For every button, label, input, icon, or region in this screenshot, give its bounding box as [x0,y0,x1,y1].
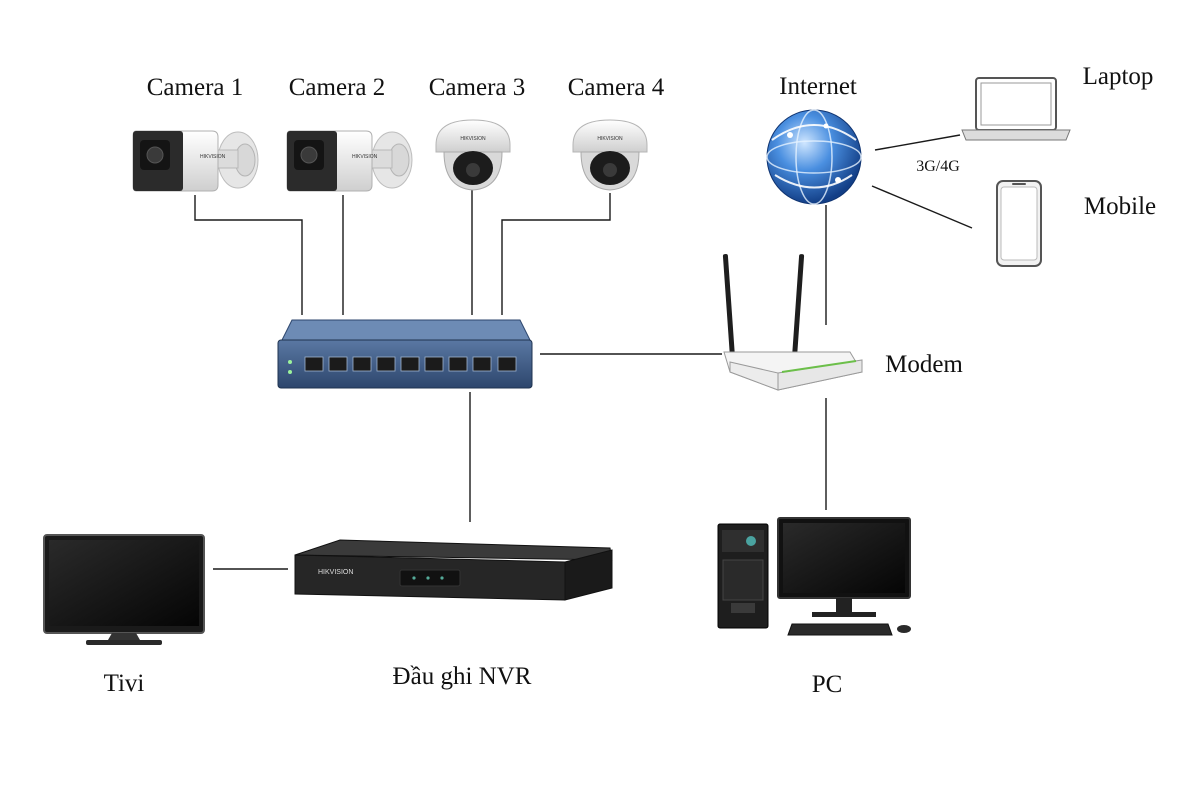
camera-brand-text: HIKVISION [352,154,378,160]
pc[interactable]: PC [717,517,911,698]
camera-1-label: Camera 1 [147,74,243,101]
nvr-icon: HIKVISION [294,539,613,601]
camera-1[interactable]: HIKVISION Camera 1 [132,74,259,192]
desktop-pc-icon [717,517,911,636]
mobile[interactable]: Mobile [996,180,1156,267]
internet-label: Internet [779,73,857,100]
wire-internet-mobile [871,185,973,229]
modem[interactable]: Modem [722,254,964,391]
wire-internet-laptop [874,134,961,151]
mobile-label: Mobile [1084,193,1156,220]
bullet-camera-icon: HIKVISION [132,130,259,192]
modem-label: Modem [885,351,963,378]
camera-2-label: Camera 2 [289,74,385,101]
camera-brand-text: HIKVISION [597,136,623,142]
camera-brand-text: HIKVISION [460,136,486,142]
connection-lines [194,134,973,570]
camera-3[interactable]: HIKVISION Camera 3 [429,74,525,191]
laptop-label: Laptop [1083,63,1154,90]
camera-4[interactable]: HIKVISION Camera 4 [568,74,665,191]
camera-3-label: Camera 3 [429,74,525,101]
tv-label: Tivi [104,670,145,697]
poe-switch[interactable] [277,319,533,389]
wire-camera4-switch [501,193,611,315]
internet[interactable]: Internet [766,73,862,205]
dome-camera-icon: HIKVISION [435,119,511,191]
tv-icon [43,534,205,645]
laptop-icon [961,77,1071,141]
globe-icon [766,109,862,205]
router-icon [722,254,863,391]
poe-switch-icon [277,319,533,389]
bullet-camera-icon: HIKVISION [286,130,413,192]
wireless-label: 3G/4G [916,158,960,175]
camera-4-label: Camera 4 [568,74,665,101]
mobile-icon [996,180,1042,267]
tv[interactable]: Tivi [43,534,205,697]
dome-camera-icon: HIKVISION [572,119,648,191]
wire-camera1-switch [194,195,303,315]
nvr-brand-text: HIKVISION [318,569,353,576]
pc-label: PC [812,671,843,698]
camera-brand-text: HIKVISION [200,154,226,160]
camera-2[interactable]: HIKVISION Camera 2 [286,74,413,192]
nvr-label: Đầu ghi NVR [393,663,532,690]
laptop[interactable]: Laptop [961,63,1154,141]
nvr[interactable]: HIKVISION Đầu ghi NVR [294,539,613,690]
